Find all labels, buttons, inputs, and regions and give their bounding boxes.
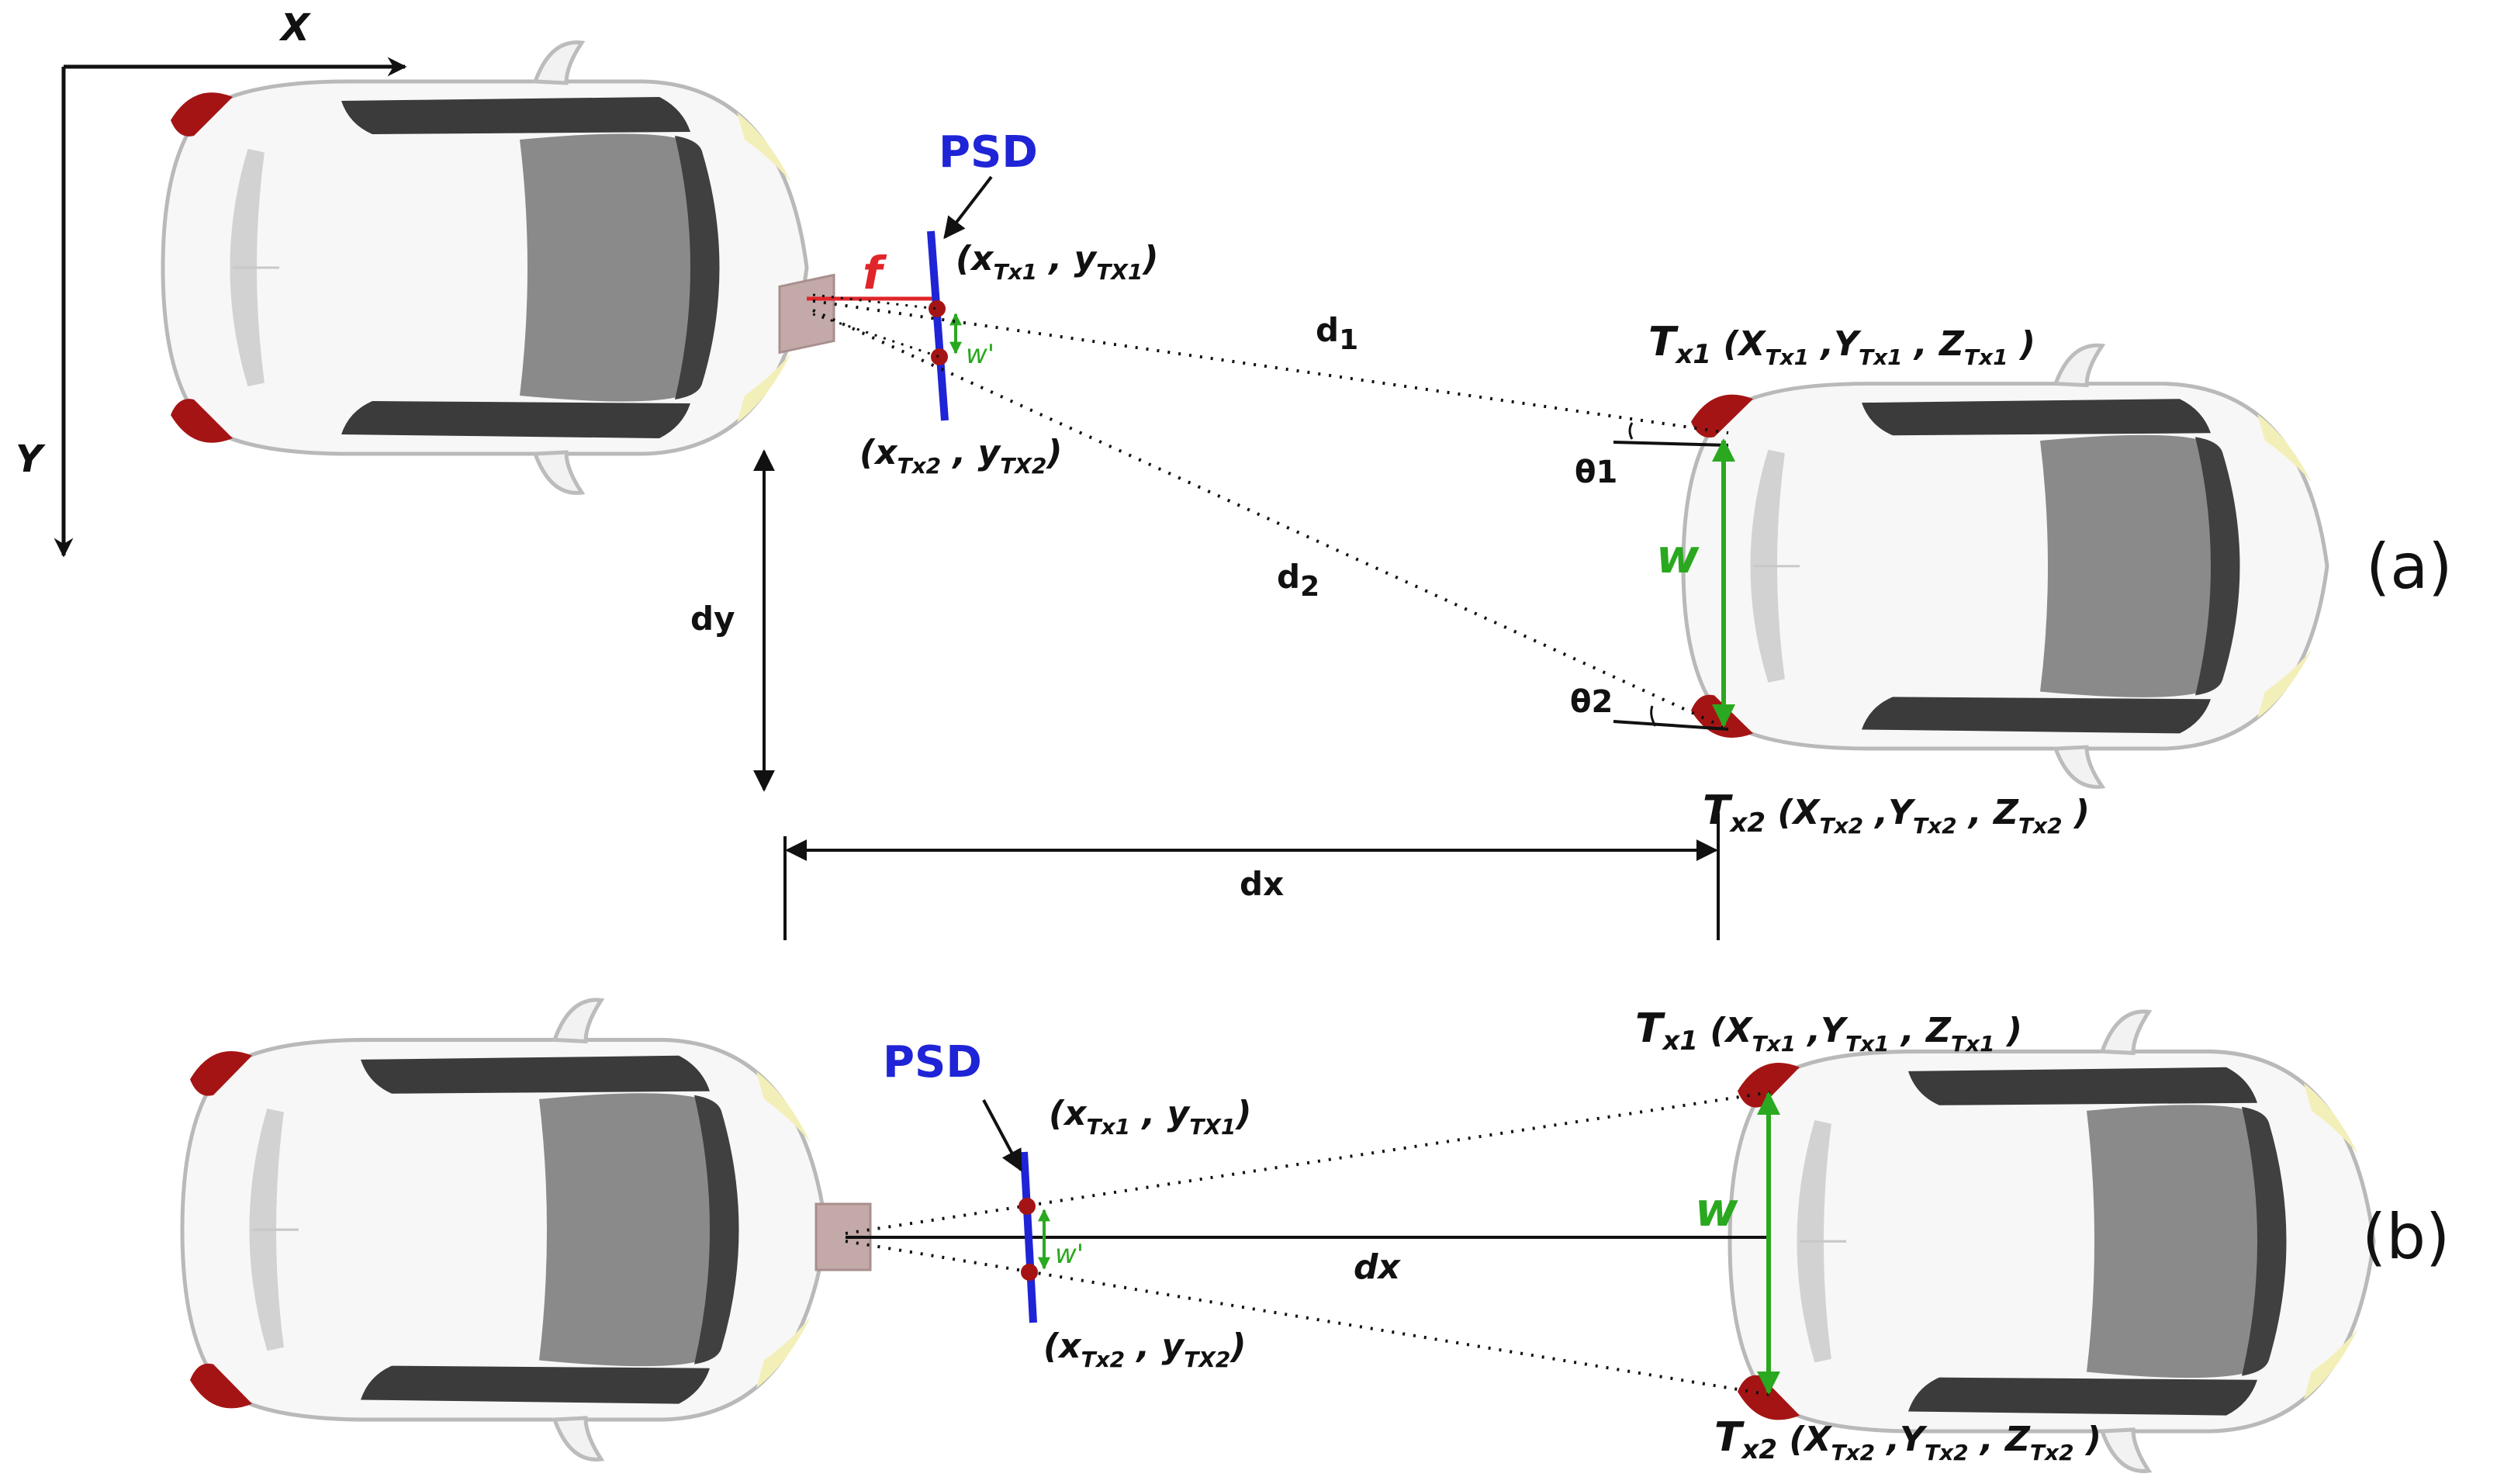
psd-label-b: PSD xyxy=(883,1037,982,1088)
ray-2-b xyxy=(845,1240,1771,1396)
image-point-1-label-b: (xTx1 , yTX1) xyxy=(1049,1094,1251,1140)
image-point-2-label-b: (xTx2 , yTX2) xyxy=(1043,1327,1246,1372)
psd-pointer-b xyxy=(982,1099,1022,1172)
image-point-2-label-a: (xTx2 , yTX2) xyxy=(859,433,1062,479)
theta2-arc xyxy=(1650,705,1657,727)
x-axis-label: X xyxy=(278,6,311,50)
psd-sensor-b xyxy=(1020,1151,1037,1323)
ray-d1-inner xyxy=(812,293,938,310)
tx1-label-b: Tx1 (XTx1 ,YTx1 , ZTx1 ) xyxy=(1635,1005,2022,1057)
target-car-b xyxy=(1730,1012,2374,1471)
dx-label-b: dx xyxy=(1354,1247,1401,1287)
image-point-2-b xyxy=(1021,1264,1038,1281)
axes: X Y xyxy=(16,6,407,558)
tx2-label-a: Tx2 (XTx2 ,YTx2 , ZTx2 ) xyxy=(1703,787,2090,839)
panel-b-tag: (b) xyxy=(2362,1201,2450,1273)
image-point-1-label-a: (xTx1 , yTX1) xyxy=(956,239,1158,285)
theta1-ref-line xyxy=(1613,441,1729,447)
panel-a-tag: (a) xyxy=(2366,531,2452,603)
theta1-arc xyxy=(1628,422,1634,440)
ray-d2-inner xyxy=(812,313,940,358)
d1-label: d1 xyxy=(1316,311,1358,356)
panel-a: f PSD w' (xTx1 , yTX1) (xTx2 , yTX2) d1 … xyxy=(163,43,2452,940)
ray-1-b xyxy=(845,1091,1771,1235)
image-point-2-a xyxy=(931,348,948,365)
w-prime-label-b: w' xyxy=(1055,1239,1084,1270)
panel-b: dx PSD w' (xTx1 , yTX1) (xTx2 , yTX2) w … xyxy=(182,1000,2450,1471)
dx-label-a: dx xyxy=(1240,865,1284,903)
psd-label-a: PSD xyxy=(939,127,1038,178)
psd-sensor-a xyxy=(927,230,949,421)
target-car-a xyxy=(1683,345,2327,787)
ray-d2 xyxy=(812,309,1729,731)
w-prime-label-a: w' xyxy=(966,339,994,370)
w-label-a: w xyxy=(1656,530,1700,584)
theta2-ref-line xyxy=(1613,720,1729,731)
focal-length-label: f xyxy=(863,247,887,299)
y-axis-label: Y xyxy=(16,438,46,481)
theta2-label: θ2 xyxy=(1570,684,1613,720)
tx1-label-a: Tx1 (XTx1 ,YTx1 , ZTx1 ) xyxy=(1648,319,2035,370)
dy-label: dy xyxy=(690,600,735,638)
d2-label: d2 xyxy=(1277,558,1319,603)
psd-pointer-a xyxy=(943,175,993,240)
ego-car-b xyxy=(182,1000,826,1459)
ray-d1 xyxy=(812,299,1729,434)
image-point-1-a xyxy=(929,300,946,317)
w-label-b: w xyxy=(1695,1183,1738,1237)
image-point-1-b xyxy=(1019,1198,1036,1215)
theta1-label: θ1 xyxy=(1575,455,1617,490)
ego-car-a xyxy=(163,43,807,493)
tx2-label-b: Tx2 (XTx2 ,YTx2 , ZTx2 ) xyxy=(1714,1414,2101,1465)
camera-a xyxy=(778,273,835,355)
